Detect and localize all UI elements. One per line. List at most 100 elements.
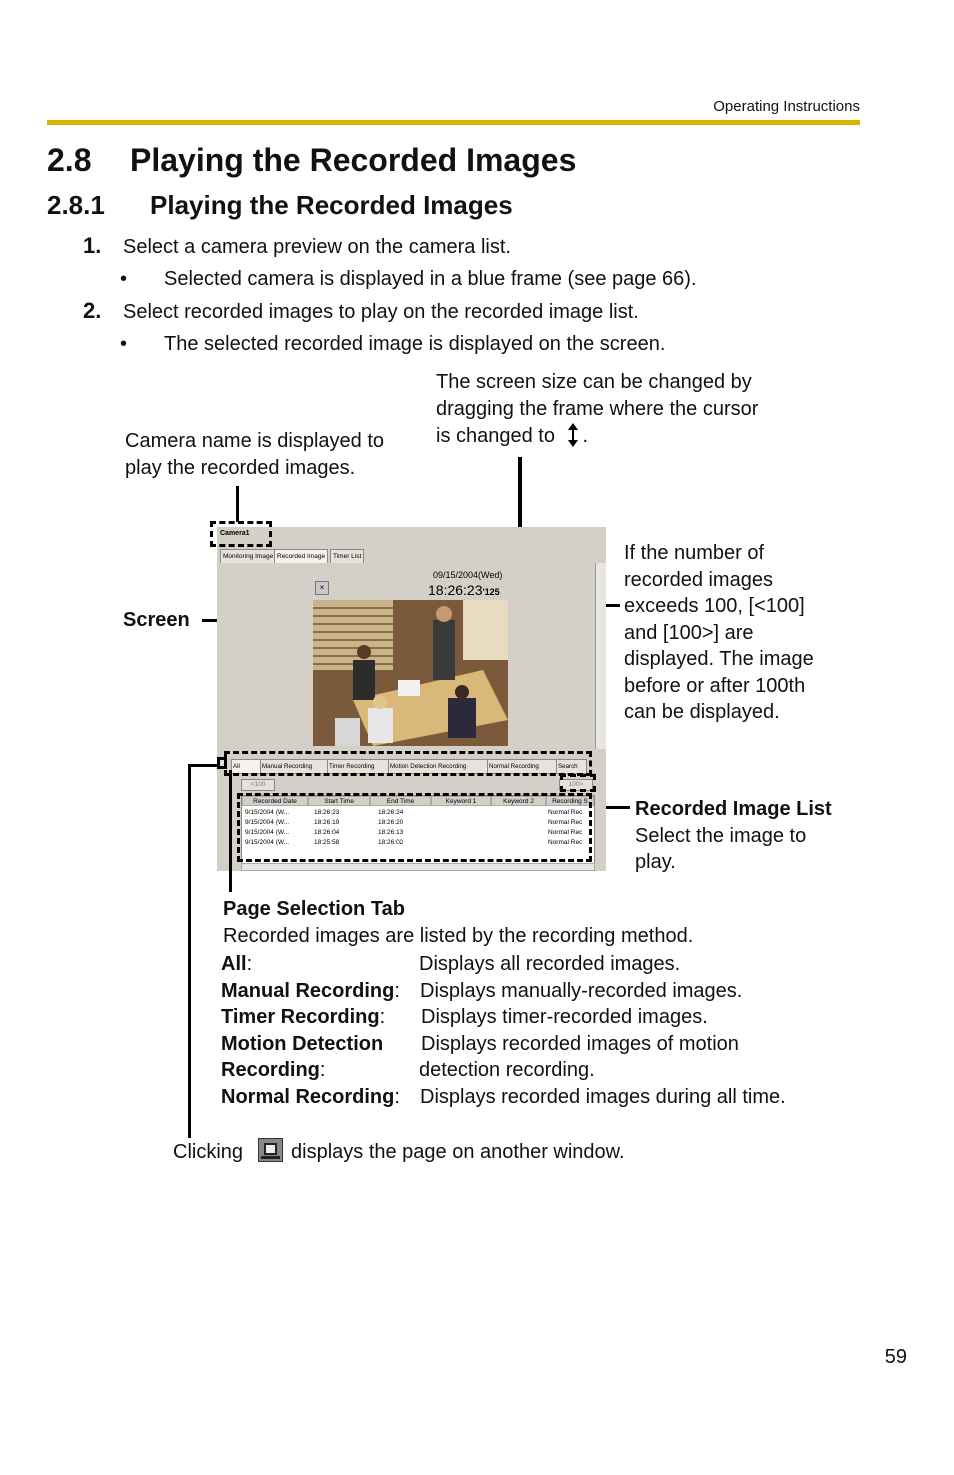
cell: 18:26:04 (314, 829, 340, 836)
callout-line: Recorded images are listed by the record… (223, 924, 694, 947)
table-row[interactable]: 9/15/2004 (W... 18:26:19 18:26:20 Normal… (242, 818, 594, 828)
leader-line (229, 770, 232, 892)
column-header[interactable]: Start Time (308, 796, 370, 806)
cell: 18:26:02 (378, 839, 404, 846)
cell: 18:26:23 (314, 809, 340, 816)
recorded-image (313, 600, 508, 746)
prev-100-button[interactable]: <100 (241, 779, 275, 791)
definition: Displays all recorded images. (419, 953, 681, 975)
recorded-image-table: Recorded Date Start Time End Time Keywor… (241, 795, 595, 865)
definition-row: Manual Recording: Displays manually-reco… (221, 978, 841, 1005)
definition-row: Recording: detection recording. (221, 1057, 841, 1084)
section-number: 2.8 (47, 142, 92, 178)
step-number: 2. (83, 298, 102, 323)
table-row[interactable]: 9/15/2004 (W... 18:25:58 18:26:02 Normal… (242, 838, 594, 848)
leader-line (236, 486, 239, 522)
cell: 9/15/2004 (W... (245, 839, 290, 846)
highlight-camera-name (210, 521, 272, 547)
cell: Normal Rec (548, 809, 583, 816)
page-number: 59 (884, 1346, 907, 1368)
callout-line: Select the image to (635, 824, 807, 847)
callout-text: . (582, 425, 589, 447)
highlight-window-button (217, 757, 227, 769)
step-2: 2. Select recorded images to play on the… (83, 298, 639, 324)
leader-line (188, 764, 191, 1138)
leader-line (188, 764, 218, 767)
bullet-text: The selected recorded image is displayed… (164, 333, 666, 355)
time-value: 18:26:23 (428, 582, 483, 598)
callout-resize: The screen size can be changed by draggi… (436, 369, 758, 450)
callout-screen: Screen (123, 609, 190, 631)
step-number: 1. (83, 233, 102, 258)
callout-text: is changed to (436, 425, 555, 447)
callout-camera-name: Camera name is displayed to play the rec… (125, 428, 384, 481)
term: All (221, 953, 247, 975)
term-sep: : (246, 953, 253, 975)
column-header[interactable]: Keyword 1 (431, 796, 491, 806)
cell: 18:26:13 (378, 829, 404, 836)
callout-line: Camera name is displayed to (125, 430, 385, 452)
definition-row: All: Displays all recorded images. (221, 951, 841, 978)
callout-clicking-pre: Clicking (173, 1141, 244, 1163)
tab-search[interactable]: Search (556, 759, 587, 773)
step-text: Select recorded images to play on the re… (123, 301, 639, 323)
callout-line: displayed. The image (624, 648, 814, 670)
bullet-dot: • (120, 333, 128, 355)
callout-line: exceeds 100, [<100] (624, 595, 805, 617)
term-sep: : (379, 1006, 386, 1028)
timestamp-time: 18:26:23'125 (428, 582, 500, 598)
callout-line: play. (635, 851, 676, 873)
step-1-bullet: • Selected camera is displayed in a blue… (120, 268, 697, 291)
callout-line: If the number of (624, 542, 765, 564)
definition: Displays recorded images of motion (421, 1032, 739, 1055)
column-header[interactable]: End Time (370, 796, 431, 806)
term: Timer Recording (221, 1006, 380, 1028)
definition-row: Motion Detection Displays recorded image… (221, 1031, 841, 1058)
cell: 18:26:20 (378, 819, 404, 826)
camera-title: Camera1 (220, 530, 250, 537)
column-header[interactable]: Keyword 2 (491, 796, 546, 806)
tab-recorded-image[interactable]: Recorded Image (274, 549, 329, 563)
callout-line: recorded images (624, 568, 773, 591)
term-sep: : (319, 1059, 326, 1081)
table-row[interactable]: 9/15/2004 (W... 18:26:04 18:26:13 Normal… (242, 828, 594, 838)
step-2-bullet: • The selected recorded image is display… (120, 333, 666, 356)
timestamp-date: 09/15/2004(Wed) (433, 570, 503, 580)
table-scrollbar[interactable] (241, 863, 595, 871)
tab-monitoring-image[interactable]: Monitoring Image (220, 549, 277, 563)
header-rule (47, 120, 860, 125)
section-title-text: Playing the Recorded Images (130, 142, 577, 178)
cell: Normal Rec (548, 839, 583, 846)
definition: Displays recorded images during all time… (420, 1085, 786, 1108)
definition: detection recording. (419, 1059, 595, 1081)
bullet-text: Selected camera is displayed in a blue f… (164, 268, 697, 290)
step-text: Select a camera preview on the camera li… (123, 236, 511, 258)
vertical-resize-arrow-icon (567, 423, 578, 447)
term-sep: : (394, 979, 400, 1002)
cell: 9/15/2004 (W... (245, 809, 290, 816)
table-header: Recorded Date Start Time End Time Keywor… (242, 796, 594, 806)
table-row[interactable]: 9/15/2004 (W... 18:26:23 18:26:24 Normal… (242, 808, 594, 818)
column-header[interactable]: Recording S (546, 796, 594, 806)
app-screenshot: Camera1 Monitoring Image Recorded Image … (217, 527, 606, 871)
cell: Normal Rec (548, 829, 583, 836)
bullet-dot: • (120, 268, 128, 290)
cell: 9/15/2004 (W... (245, 819, 290, 826)
leader-line (594, 604, 620, 607)
term: Motion Detection (221, 1032, 384, 1055)
callout-page-nav: If the number of recorded images exceeds… (624, 540, 814, 726)
camera-icon[interactable]: × (315, 581, 329, 595)
callout-line: can be displayed. (624, 701, 780, 723)
column-header[interactable]: Recorded Date (242, 796, 308, 806)
definition-row: Timer Recording: Displays timer-recorded… (221, 1004, 841, 1031)
term: Normal Recording (221, 1085, 395, 1108)
callout-line: The screen size can be changed by (436, 371, 752, 393)
cell: Normal Rec (548, 819, 583, 826)
callout-title: Page Selection Tab (223, 898, 405, 920)
viewer-scrollbar[interactable] (595, 563, 606, 749)
definition-row: Normal Recording: Displays recorded imag… (221, 1084, 841, 1111)
callout-line: and [100>] are (624, 621, 754, 644)
term: Manual Recording (221, 979, 395, 1002)
tab-timer-list[interactable]: Timer List (330, 549, 365, 563)
